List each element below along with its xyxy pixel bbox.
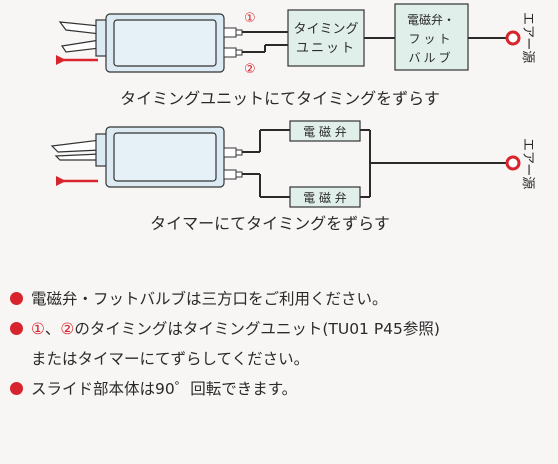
slide-unit-body	[105, 13, 225, 73]
solenoid-valve-top-label: 電 磁 弁	[303, 124, 347, 139]
port-marker-1: ①	[244, 11, 256, 26]
air-source-label-2: エアー源	[520, 138, 535, 189]
circled-marker-2: ②	[60, 320, 75, 338]
note-item-2-continuation: またはタイマーにてずらしてください。	[10, 344, 550, 374]
valve-label-2: フット	[408, 32, 453, 46]
valve-box	[394, 3, 469, 71]
note-item-3: スライド部本体は90゜回転できます。	[10, 374, 550, 404]
solenoid-valve-top	[289, 120, 361, 142]
valve-label-1: 電磁弁・	[407, 12, 455, 27]
note-sep: 、	[44, 320, 61, 338]
slide-unit-body-2	[105, 126, 225, 188]
port-marker-2: ②	[244, 62, 256, 77]
timing-unit-box	[287, 9, 365, 67]
note-item-2: ①、②のタイミングはタイミングユニット(TU01 P45参照)	[10, 314, 550, 344]
timing-unit-label-1: タイミング	[293, 22, 358, 37]
bullet-icon	[10, 322, 23, 335]
air-source-icon	[505, 30, 521, 46]
diagram-1: ① ② タイミング ユニット 電磁弁・ フット バルブ エアー源 タイミングユニ…	[56, 3, 535, 108]
blade-tool-icon	[50, 133, 109, 167]
air-source-icon-2	[505, 155, 521, 171]
diagram-1-caption: タイミングユニットにてタイミングをずらす	[120, 89, 440, 108]
valve-label-3: バルブ	[408, 50, 453, 65]
bullet-icon	[10, 382, 23, 395]
notes-list: 電磁弁・フットバルブは三方口をご利用ください。 ①、②のタイミングはタイミングユ…	[10, 284, 550, 404]
solenoid-valve-bottom-label: 電 磁 弁	[303, 190, 347, 205]
note-text-3: スライド部本体は90゜回転できます。	[31, 380, 298, 398]
note-item-1: 電磁弁・フットバルブは三方口をご利用ください。	[10, 284, 550, 314]
note-text-2: ①、②のタイミングはタイミングユニット(TU01 P45参照)	[31, 314, 440, 344]
air-lines-1	[242, 31, 508, 53]
diagram-2-caption: タイマーにてタイミングをずらす	[150, 214, 390, 233]
circled-marker-1: ①	[31, 320, 45, 338]
pneumatic-diagram: ① ② タイミング ユニット 電磁弁・ フット バルブ エアー源 タイミングユニ…	[50, 3, 535, 233]
timing-unit-label-2: ユニット	[296, 41, 356, 56]
air-lines-2	[242, 129, 508, 198]
diagram-2: 電 磁 弁 電 磁 弁 エアー源 タイマーにてタイミングをずらす	[50, 120, 535, 233]
bullet-icon	[10, 292, 23, 305]
solenoid-valve-bottom	[289, 186, 361, 208]
port-fittings-2	[223, 147, 243, 180]
cutter-tool-icon	[58, 19, 109, 57]
note-text-2-cont: またはタイマーにてずらしてください。	[31, 350, 310, 368]
air-source-label-1: エアー源	[520, 12, 535, 63]
note-text-1: 電磁弁・フットバルブは三方口をご利用ください。	[31, 290, 388, 308]
port-fittings	[223, 27, 243, 58]
note-text-2-body: のタイミングはタイミングユニット(TU01 P45参照)	[74, 320, 440, 338]
